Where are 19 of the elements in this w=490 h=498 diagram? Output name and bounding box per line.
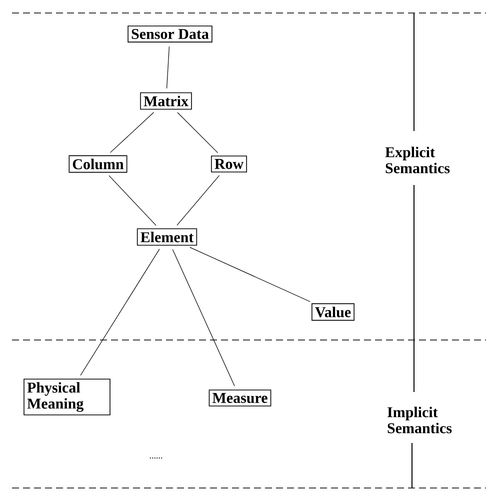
connector-line (108, 175, 156, 226)
connector-line (177, 112, 218, 154)
term-box: Sensor Data (128, 26, 212, 42)
term-box: Measure (208, 390, 272, 406)
connector-line (166, 46, 170, 89)
term-box: Value (312, 303, 354, 321)
term-box: Element (136, 228, 198, 246)
ellipsis: ...... (147, 455, 165, 461)
term-box: Physical Meaning (24, 378, 110, 416)
connector-line (172, 249, 235, 386)
connector-line (176, 175, 220, 226)
term-box: Column (68, 155, 128, 173)
connector-line (110, 112, 154, 153)
connector-line (80, 248, 160, 376)
term-box: Row (211, 156, 247, 172)
semantics-label: Explicit Semantics (383, 144, 457, 176)
term-box: Matrix (140, 92, 192, 110)
semantics-label: Implicit Semantics (385, 404, 459, 436)
connector-line (190, 247, 310, 302)
